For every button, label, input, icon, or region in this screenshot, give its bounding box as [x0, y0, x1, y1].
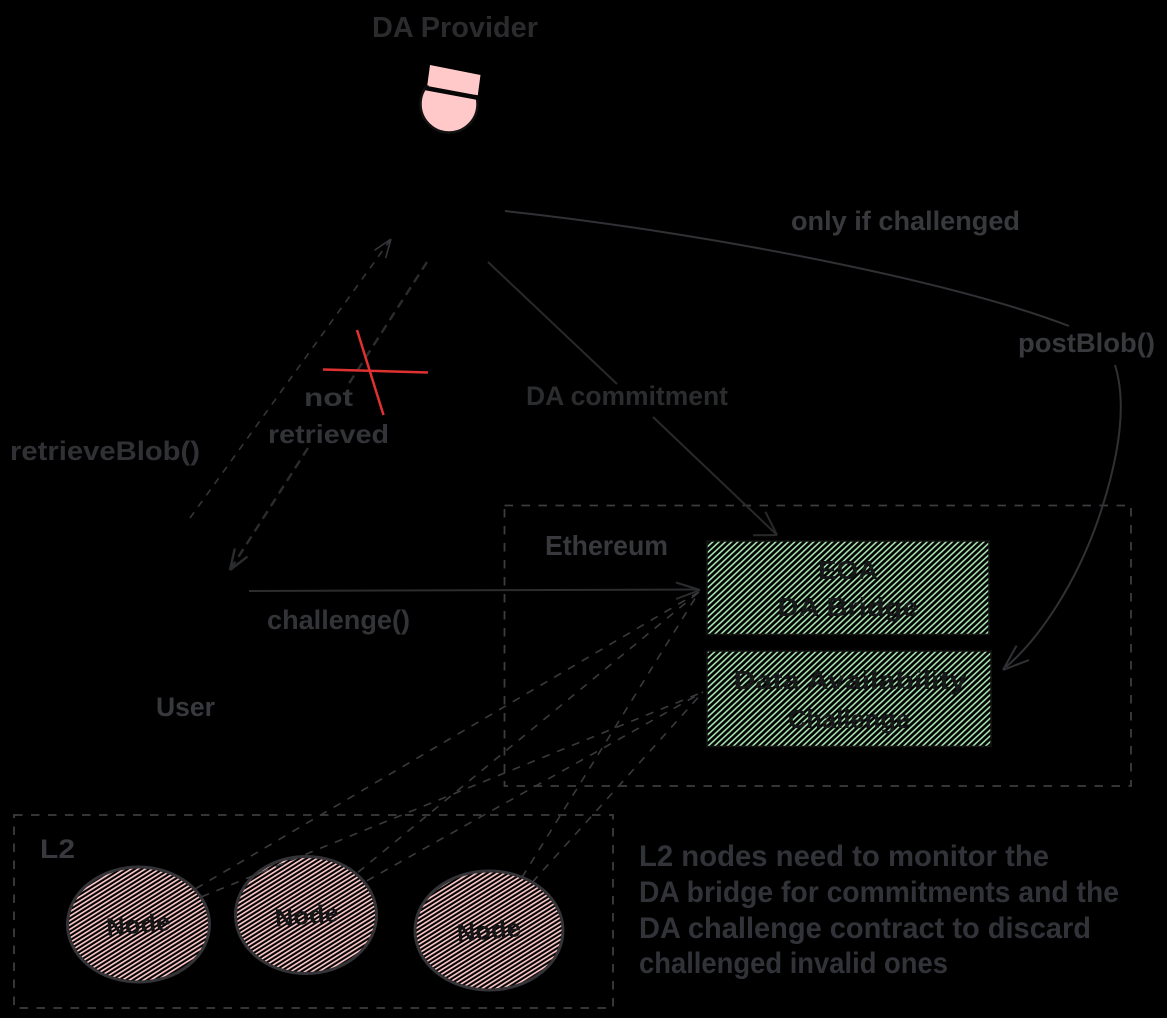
svg-text:DA challenge contract to disca: DA challenge contract to discard	[639, 912, 1091, 945]
svg-text:Node: Node	[274, 899, 340, 932]
svg-text:EOA: EOA	[818, 555, 878, 585]
svg-text:L2 nodes need to monitor the: L2 nodes need to monitor the	[639, 840, 1049, 873]
svg-text:postBlob(): postBlob()	[1018, 328, 1155, 358]
svg-text:L2: L2	[40, 834, 75, 864]
svg-text:DA commitment: DA commitment	[526, 381, 728, 411]
svg-text:Challenge: Challenge	[788, 704, 910, 734]
svg-text:DA bridge for commitments and: DA bridge for commitments and the	[639, 876, 1119, 909]
svg-text:only if challenged: only if challenged	[791, 206, 1020, 236]
svg-text:challenged invalid ones: challenged invalid ones	[639, 947, 948, 980]
svg-text:Node: Node	[456, 914, 522, 947]
svg-text:Ethereum: Ethereum	[545, 530, 668, 561]
svg-text:not: not	[304, 384, 354, 412]
svg-text:DA Provider: DA Provider	[372, 12, 538, 44]
svg-text:challenge(): challenge()	[267, 605, 410, 635]
svg-text:User: User	[156, 692, 215, 722]
svg-text:Node: Node	[105, 908, 171, 941]
svg-text:Data Availability: Data Availability	[734, 665, 968, 695]
svg-text:DA Bridge: DA Bridge	[778, 592, 919, 622]
svg-text:retrieved: retrieved	[268, 419, 389, 449]
svg-text:retrieveBlob(): retrieveBlob()	[10, 436, 200, 466]
